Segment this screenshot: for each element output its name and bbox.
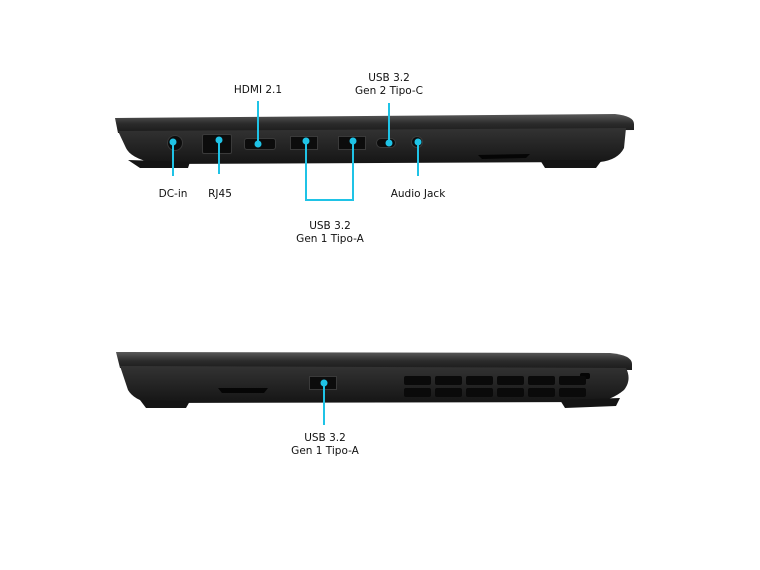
callout-dot-usb-a-2 <box>349 137 357 145</box>
callout-dot-audio <box>414 138 422 146</box>
callout-line-hdmi <box>257 101 259 143</box>
callout-dot-usb-a-1 <box>302 137 310 145</box>
callout-dot-usb-c <box>385 139 393 147</box>
label-usb-c-line1: USB 3.2 <box>368 72 410 84</box>
label-usb-a-line1: USB 3.2 <box>309 220 351 232</box>
callout-dot-hdmi <box>254 140 262 148</box>
label-audio-jack: Audio Jack <box>390 188 446 200</box>
callout-dot-dc-in <box>169 138 177 146</box>
laptop-left-side-view: HDMI 2.1 USB 3.2 Gen 2 Tipo-C DC-in RJ45… <box>0 0 760 260</box>
callout-dot-usb-a-right <box>320 379 328 387</box>
callout-line-usb-a-2 <box>352 142 354 200</box>
callout-line-audio <box>417 143 419 176</box>
laptop-right-side-view: USB 3.2 Gen 1 Tipo-A <box>0 300 760 570</box>
callout-line-rj45 <box>218 141 220 174</box>
rj45-port <box>202 134 232 154</box>
callout-dot-rj45 <box>215 136 223 144</box>
callout-line-usb-a-1 <box>305 142 307 200</box>
callout-line-dc-in <box>172 143 174 176</box>
label-usb-a-line2: Gen 1 Tipo-A <box>296 233 364 245</box>
label-hdmi: HDMI 2.1 <box>233 84 283 96</box>
label-usb-c-line2: Gen 2 Tipo-C <box>354 85 424 97</box>
callout-bracket-usb-a <box>305 199 354 201</box>
laptop-left-chassis <box>115 114 634 168</box>
label-dc-in: DC-in <box>158 188 188 200</box>
laptop-right-chassis <box>116 352 632 408</box>
label-usb-a-right-line1: USB 3.2 <box>304 432 346 444</box>
label-usb-a-right-line2: Gen 1 Tipo-A <box>291 445 359 457</box>
label-rj45: RJ45 <box>208 188 232 200</box>
callout-line-usb-c <box>388 103 390 143</box>
callout-line-usb-a-right <box>323 383 325 425</box>
